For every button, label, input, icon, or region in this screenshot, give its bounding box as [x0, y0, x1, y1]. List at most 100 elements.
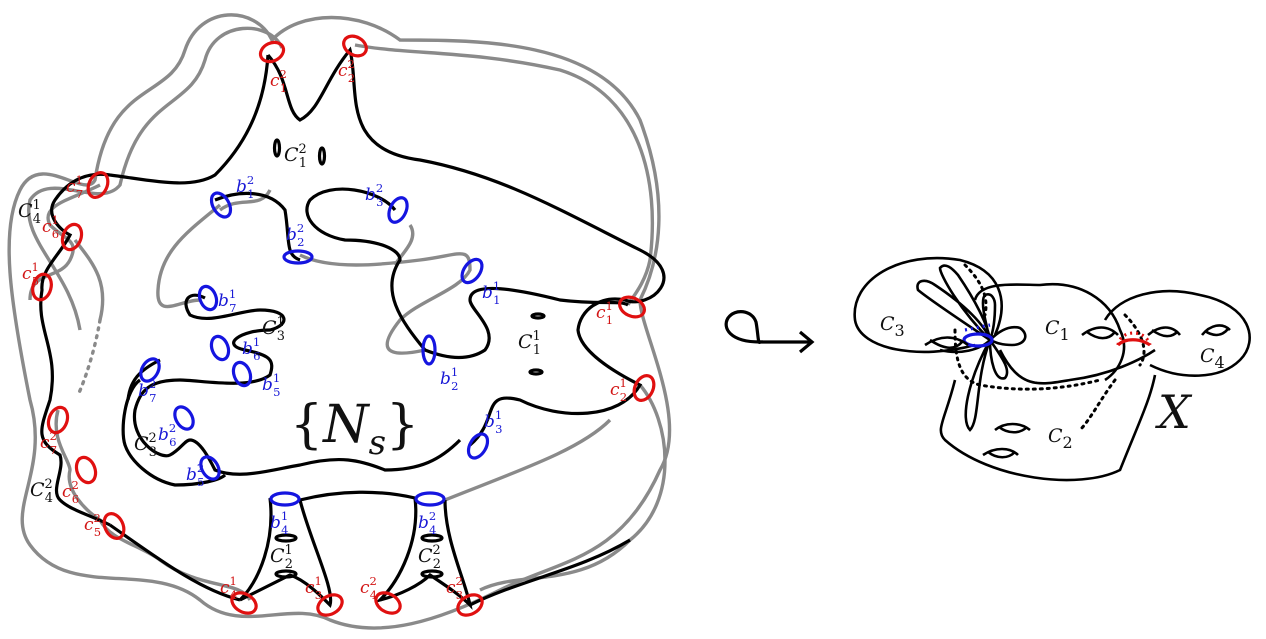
b-curve-b21: [421, 334, 437, 366]
c-curve-c41: [230, 591, 258, 615]
space-label-X: X: [1155, 385, 1193, 439]
petal-loops: [916, 264, 1027, 380]
label-sup: 2: [50, 429, 57, 443]
label-sub: 2: [285, 557, 293, 572]
label-sub: 1: [280, 81, 287, 95]
grey-right-loop: [444, 383, 667, 592]
label-sup: 1: [620, 376, 627, 390]
eye-C1-b: [1147, 326, 1182, 338]
label-sub: 2: [620, 390, 627, 404]
b-curve-b42: [414, 491, 446, 507]
label-sup: 1: [33, 198, 41, 213]
label-sup: 1: [315, 574, 322, 588]
label-sup: 1: [277, 315, 285, 330]
label-base: b: [484, 412, 495, 432]
label-base: b: [365, 185, 376, 205]
label-base: C: [284, 144, 299, 166]
b-dotted-right: [964, 323, 991, 332]
c-curve-c42: [374, 591, 402, 615]
label-base: C: [418, 545, 433, 567]
b-curve-b22: [282, 249, 314, 265]
label-sup: 1: [253, 335, 260, 349]
label-sup: 1: [281, 509, 288, 523]
label-sub: 1: [606, 313, 613, 327]
b-curve-b41: [269, 491, 301, 507]
b-curve-b11: [460, 257, 484, 285]
label-base: b: [242, 339, 253, 359]
label-sup: 1: [606, 299, 613, 313]
c-curve-c12: [258, 40, 286, 64]
label-base: c: [270, 71, 280, 91]
label-sup: 1: [493, 279, 500, 293]
label-sub: 4: [281, 523, 288, 537]
label-base: c: [42, 217, 52, 237]
label-sub: 7: [76, 187, 83, 201]
genus-handle-C22-b: [420, 569, 444, 579]
label-sub: 4: [45, 491, 53, 506]
label-sup: 1: [273, 371, 280, 385]
grey-inner-hole: [156, 189, 472, 355]
label-R_C4: C4: [1200, 345, 1225, 372]
center-label-group: {Ns}: [290, 395, 419, 463]
label-base: C: [880, 313, 895, 335]
label-sup: 1: [451, 365, 458, 379]
label-sub: 2: [348, 71, 355, 85]
b-curve-b72: [139, 357, 161, 383]
b-curve-b12: [209, 191, 233, 219]
label-sub: 2: [433, 557, 441, 572]
label-base: C: [1200, 345, 1215, 367]
grey-dotted-crossing: [76, 318, 102, 397]
label-sub: 4: [1215, 353, 1225, 372]
label-R_C3: C3: [880, 313, 905, 340]
label-base: b: [218, 291, 229, 311]
label-sub: 7: [149, 391, 156, 405]
label-sup: 2: [149, 377, 156, 391]
black-bottom-legs: [238, 497, 473, 610]
grey-outer-boundary: [7, 13, 672, 630]
label-base: C: [1048, 425, 1063, 447]
label-sup: 2: [45, 477, 53, 492]
b-curve-b32: [387, 196, 409, 224]
genus-handle-C11-b: [528, 368, 544, 376]
center-label: {Ns}: [290, 395, 419, 463]
label-base: c: [610, 380, 620, 400]
c-curve-c32: [456, 593, 484, 617]
label-sub: 1: [1060, 325, 1070, 344]
label-base: c: [338, 61, 348, 81]
label-sup: 2: [94, 511, 101, 525]
black-body-left: [39, 54, 270, 527]
label-base: c: [84, 515, 94, 535]
label-sub: 6: [169, 435, 176, 449]
label-R_C1: C1: [1045, 317, 1070, 344]
eye-C4: [1200, 324, 1231, 337]
b-curve-b61: [209, 334, 231, 362]
label-sub: 2: [451, 379, 458, 393]
label-sub: 5: [32, 274, 39, 288]
label-base: b: [286, 225, 297, 245]
black-body-upper: [266, 46, 666, 447]
label-sub: 6: [52, 227, 59, 241]
eye-C2-b: [982, 447, 1019, 459]
label-sub: 3: [277, 329, 285, 344]
c-curve-c62: [74, 455, 98, 485]
label-sup: 2: [348, 57, 355, 71]
label-base: b: [186, 465, 197, 485]
center-label-part: {: [290, 395, 323, 455]
eye-C3: [924, 336, 969, 350]
component-C4: [1103, 289, 1251, 377]
label-sub: 3: [376, 195, 383, 209]
